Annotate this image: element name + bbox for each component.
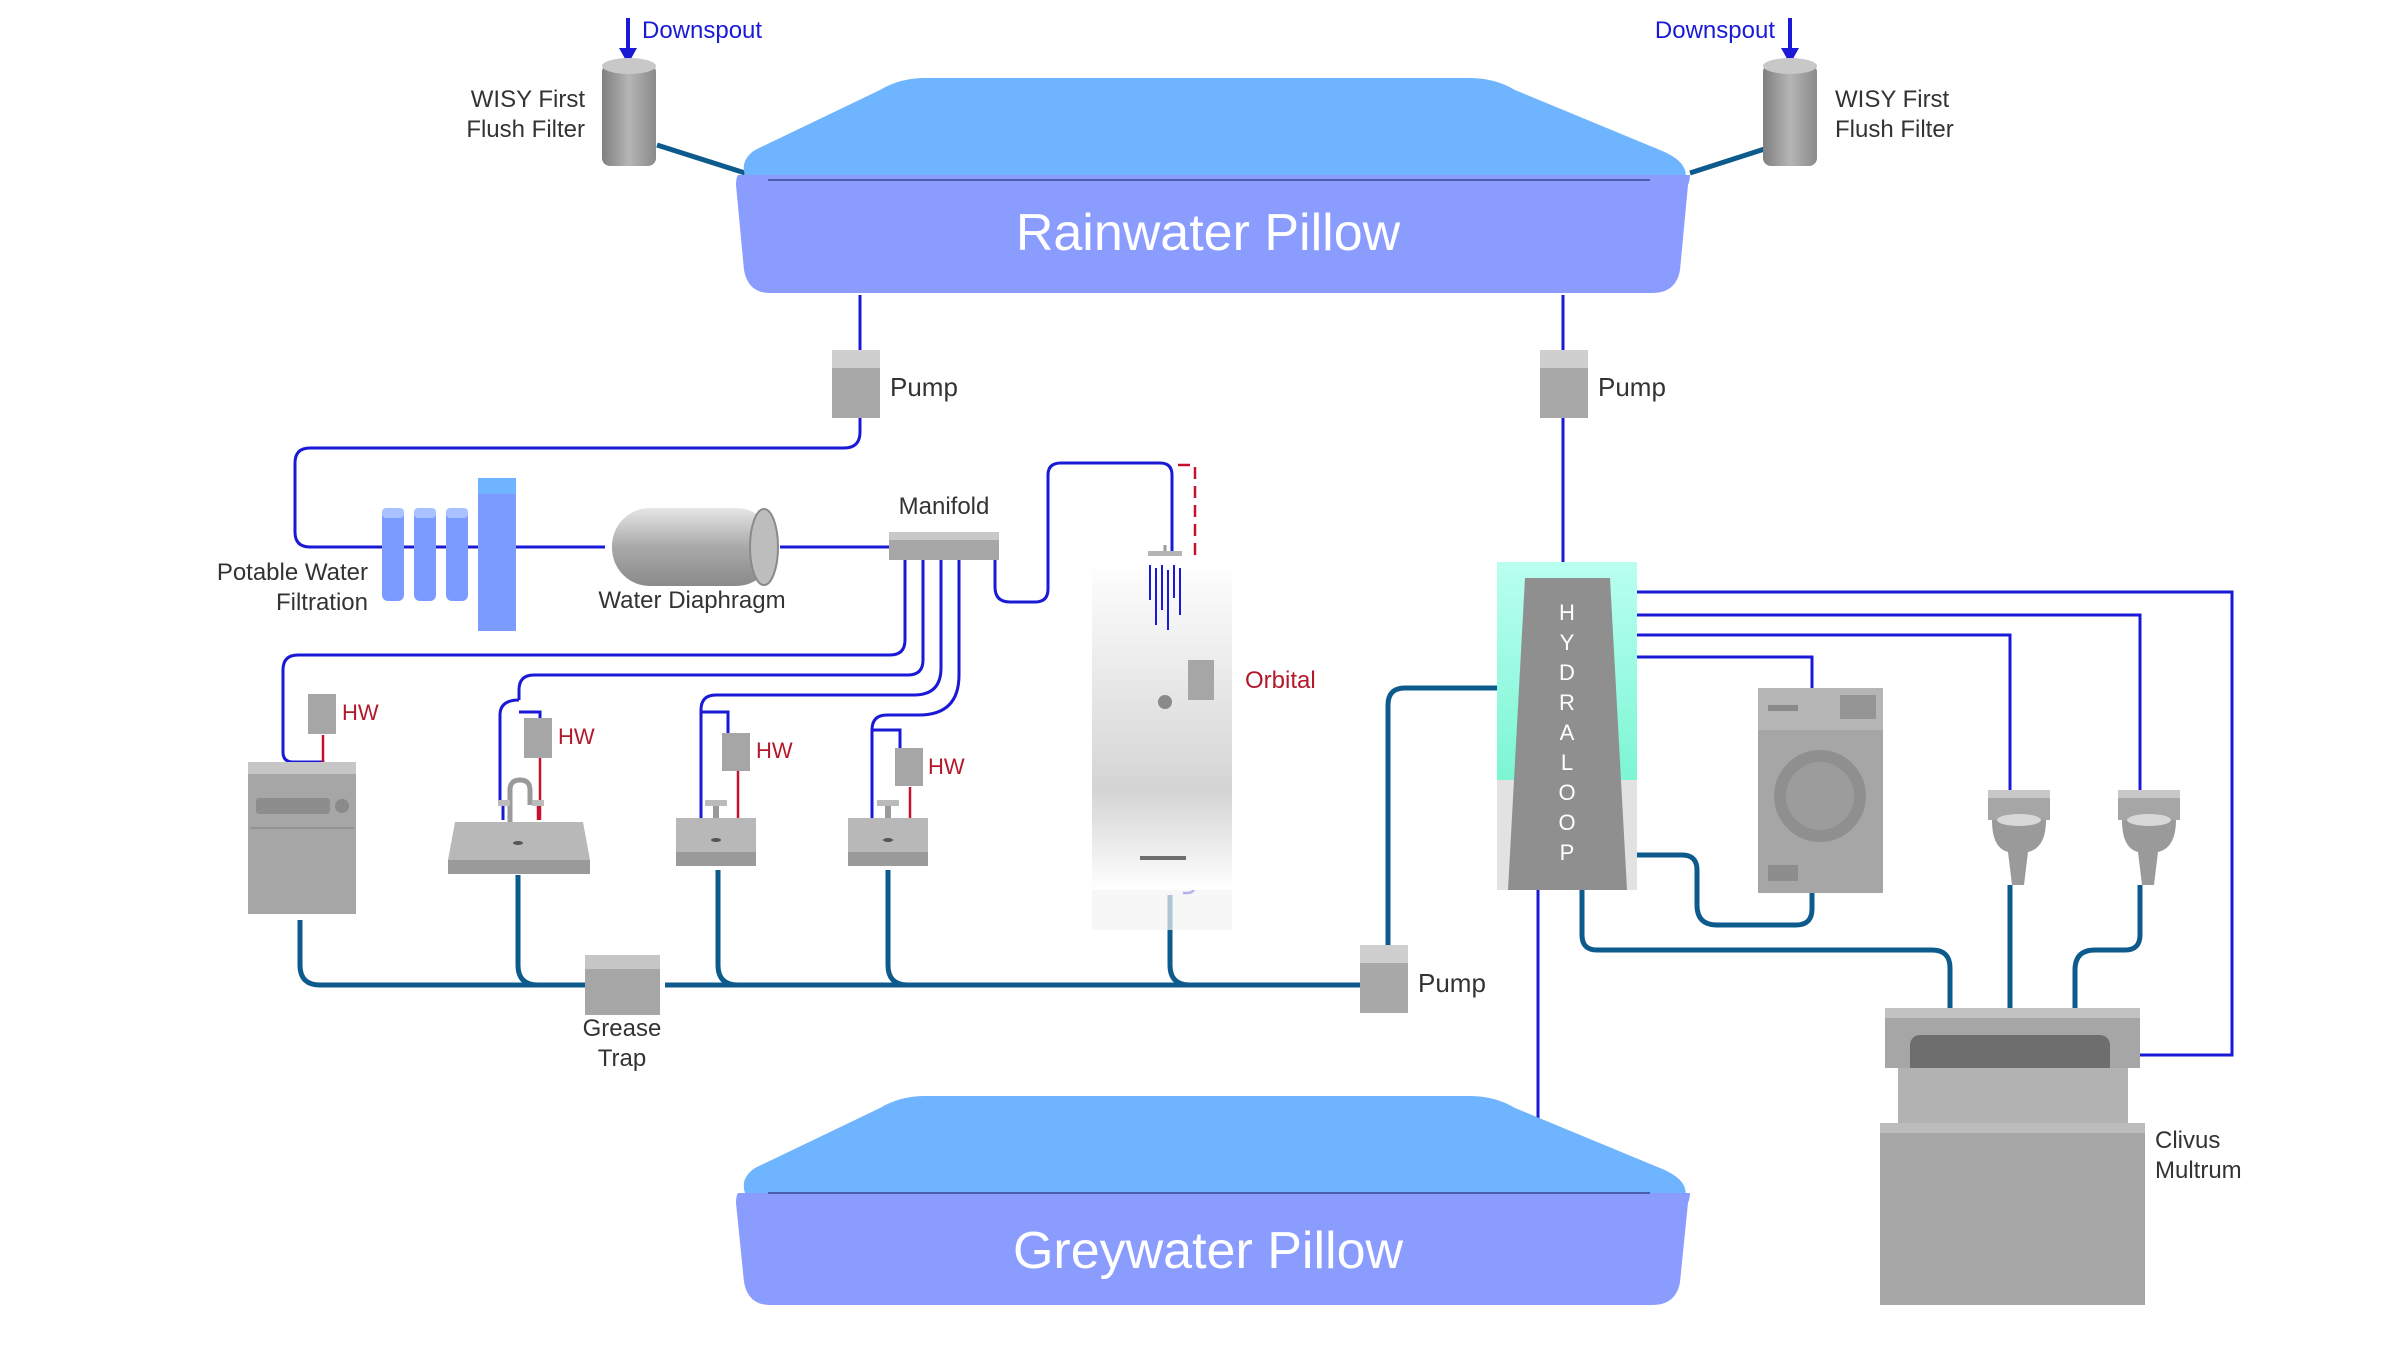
svg-text:D: D (1559, 660, 1575, 685)
orbital-label: Orbital (1245, 667, 1316, 694)
pipe-hydraloop-to-washer (1632, 655, 1814, 688)
pipe-manifold-to-sink3 (870, 560, 961, 820)
pipe-hw-shower (1178, 463, 1197, 660)
dishwasher (248, 762, 356, 914)
rainwater-pillow-label: Rainwater Pillow (1016, 204, 1401, 262)
toilet-1 (1988, 790, 2050, 885)
hw-heater-3: HW (722, 733, 793, 771)
hw-label-3: HW (756, 738, 793, 763)
svg-text:A: A (1560, 720, 1575, 745)
manifold-label: Manifold (899, 493, 990, 520)
hw-label-1: HW (342, 700, 379, 725)
grease-label-line2: Trap (598, 1045, 646, 1072)
pipe-pump-to-hydraloop (1385, 685, 1498, 945)
bathroom-sink-2 (848, 800, 928, 866)
pipe-sink2-hw-loop (701, 710, 730, 735)
pipe-sink1-hw-loop (519, 710, 542, 720)
svg-text:Y: Y (1560, 630, 1575, 655)
grease-label-line1: Grease (583, 1015, 662, 1042)
wisy-left-line1: WISY First (471, 86, 586, 113)
pipe-grey-sink3 (885, 870, 909, 988)
orbital-shower: Orbital (1092, 545, 1316, 930)
manifold: Manifold (889, 493, 999, 560)
pump-bottom: Pump (1360, 945, 1486, 1013)
hw-label-2: HW (558, 724, 595, 749)
bathroom-sink-1 (676, 800, 756, 866)
potable-label-line1: Potable Water (217, 559, 368, 586)
pipe-sink3-hw-loop (872, 728, 902, 750)
pipe-manifold-to-sink2 (699, 560, 943, 820)
svg-text:O: O (1558, 810, 1575, 835)
hw-heater-1: HW (308, 694, 379, 734)
svg-text:H: H (1559, 600, 1575, 625)
wisy-filter-right: WISY First Flush Filter (1763, 58, 1954, 166)
kitchen-sink (448, 777, 590, 874)
pipe-pump-left-to-filtration (293, 418, 862, 549)
arrow-down-icon (1781, 48, 1799, 64)
wisy-right-line1: WISY First (1835, 86, 1950, 113)
hw-heater-2: HW (524, 718, 595, 758)
clivus-label-line1: Clivus (2155, 1127, 2220, 1154)
pipe-grey-main (297, 920, 590, 988)
pump-left: Pump (832, 350, 958, 418)
pipe-toilet2-to-clivus (2072, 885, 2143, 1008)
pipe-manifold-to-dishwasher (281, 560, 907, 868)
clivus-label-line2: Multrum (2155, 1157, 2242, 1184)
arrow-down-icon (619, 48, 637, 64)
wisy-right-line2: Flush Filter (1835, 116, 1954, 143)
svg-text:P: P (1560, 840, 1575, 865)
pump-left-label: Pump (890, 372, 958, 402)
hw-label-4: HW (928, 754, 965, 779)
greywater-pillow-label: Greywater Pillow (1013, 1222, 1404, 1280)
pipe-manifold-to-shower (993, 461, 1174, 604)
wisy-left-line2: Flush Filter (466, 116, 585, 143)
pipe-grey-shower (1167, 895, 1191, 988)
pipe-hydraloop-to-clivus-grey (1579, 890, 1953, 1008)
pipe-hydraloop-to-clivus (1632, 590, 2234, 1057)
downspout-left: Downspout (619, 17, 762, 64)
svg-text:R: R (1559, 690, 1575, 715)
pipes (281, 142, 2234, 1125)
pipe-hydraloop-to-toilet1 (1632, 633, 2012, 790)
water-diaphragm: Water Diaphragm (598, 508, 786, 614)
water-diaphragm-label: Water Diaphragm (598, 587, 785, 614)
pump-right-label: Pump (1598, 372, 1666, 402)
hydraloop-lettering: H Y D R A L O O P (1558, 600, 1575, 865)
pipe-wisy-left (656, 142, 746, 176)
clivus-multrum: Clivus Multrum (1880, 1008, 2242, 1305)
washing-machine (1758, 688, 1883, 893)
greywater-pillow: Greywater Pillow (736, 1096, 1690, 1305)
pipe-washer-to-hydraloop (1632, 852, 1815, 928)
potable-label-line2: Filtration (276, 589, 368, 616)
pump-bottom-label: Pump (1418, 968, 1486, 998)
pipe-wisy-right (1689, 142, 1778, 176)
svg-text:O: O (1558, 780, 1575, 805)
downspout-left-label: Downspout (642, 17, 762, 44)
potable-water-filtration: Potable Water Filtration (217, 478, 516, 631)
shower-head-icon (1148, 551, 1182, 556)
downspout-right: Downspout (1655, 17, 1799, 64)
pipe-grey-sink2 (715, 870, 739, 988)
downspout-right-label: Downspout (1655, 17, 1775, 44)
hydraloop: H Y D R A L O O P (1497, 562, 1637, 890)
svg-text:L: L (1561, 750, 1573, 775)
pump-right: Pump (1540, 350, 1666, 418)
pipe-grey-sink1 (515, 875, 539, 988)
pipe-hydraloop-to-toilet2 (1632, 613, 2142, 790)
grease-trap: Grease Trap (583, 955, 662, 1072)
hw-heater-4: HW (895, 748, 965, 786)
pipe-manifold-to-sink1 (498, 560, 925, 800)
wisy-filter-left: WISY First Flush Filter (466, 58, 656, 166)
toilet-2 (2118, 790, 2180, 885)
rainwater-pillow: Rainwater Pillow (736, 78, 1690, 293)
